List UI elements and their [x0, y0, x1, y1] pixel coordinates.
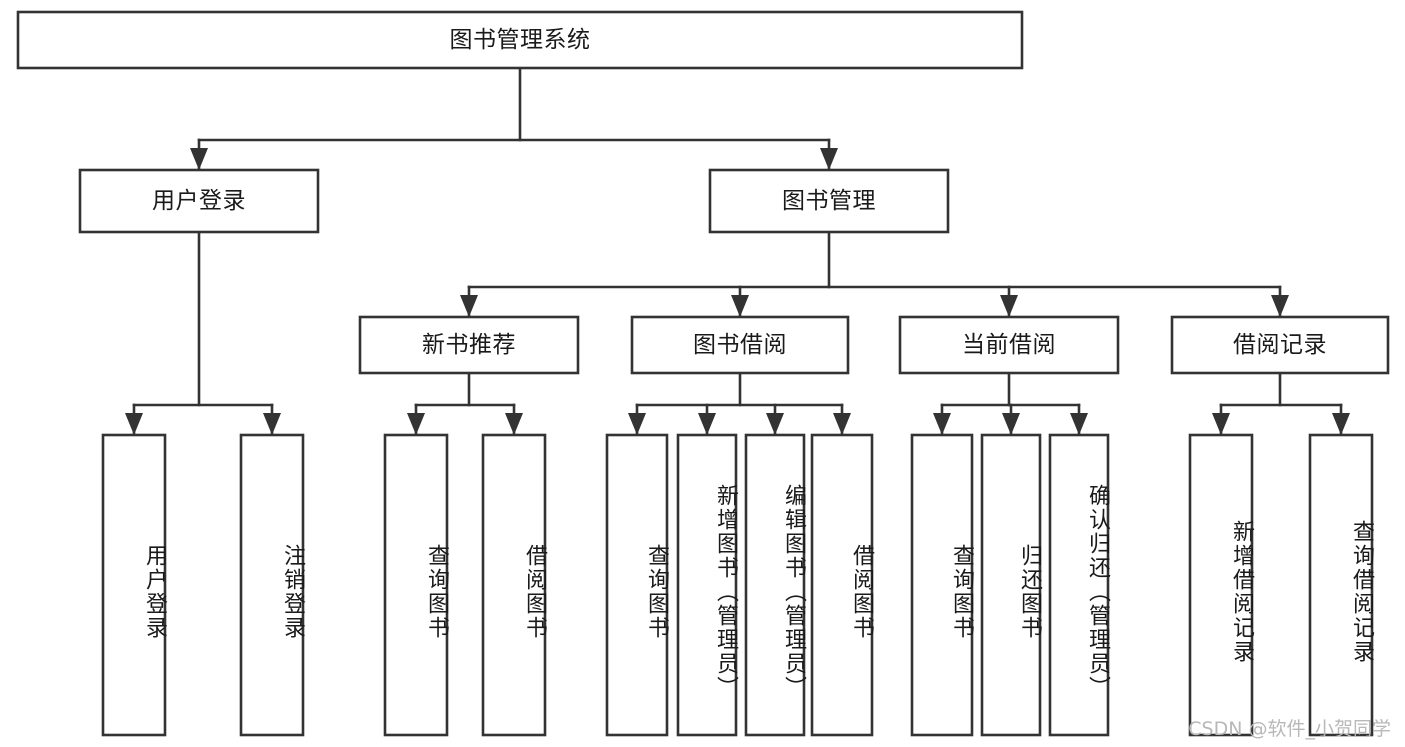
arrow-head-icon	[407, 413, 425, 435]
node-box-bookmgr[interactable]	[708, 168, 950, 234]
node-box-borrow[interactable]	[630, 315, 850, 375]
arrow-head-icon	[933, 413, 951, 435]
arrow-head-icon	[125, 413, 143, 435]
arrow-head-icon	[833, 413, 851, 435]
node-box-root[interactable]	[16, 10, 1024, 70]
node-box-leaf-records-2[interactable]	[1308, 433, 1374, 737]
connector-layer	[125, 66, 1350, 435]
node-box-leaf-login-2[interactable]	[239, 433, 305, 737]
node-box-leaf-login-1[interactable]	[101, 433, 167, 737]
arrow-head-icon	[1070, 413, 1088, 435]
node-box-records[interactable]	[1170, 315, 1390, 375]
node-box-layer	[16, 10, 1390, 737]
node-box-leaf-current-2[interactable]	[980, 433, 1042, 737]
node-box-leaf-current-3[interactable]	[1048, 433, 1110, 737]
node-box-leaf-borrow-3[interactable]	[744, 433, 806, 737]
node-box-leaf-borrow-1[interactable]	[605, 433, 669, 737]
node-box-leaf-borrow-4[interactable]	[810, 433, 874, 737]
node-box-leaf-newbook-2[interactable]	[481, 433, 547, 737]
node-box-leaf-records-1[interactable]	[1188, 433, 1254, 737]
arrow-head-icon	[190, 148, 208, 170]
arrow-head-icon	[1271, 295, 1289, 317]
arrow-head-icon	[460, 295, 478, 317]
node-box-leaf-borrow-2[interactable]	[676, 433, 738, 737]
arrow-head-icon	[628, 413, 646, 435]
node-box-login[interactable]	[78, 168, 320, 234]
arrow-head-icon	[820, 148, 838, 170]
arrow-head-icon	[1332, 413, 1350, 435]
node-box-current[interactable]	[898, 315, 1120, 375]
arrow-head-icon	[731, 295, 749, 317]
arrow-head-icon	[698, 413, 716, 435]
arrow-head-icon	[1000, 295, 1018, 317]
node-box-newbook[interactable]	[358, 315, 580, 375]
arrow-head-icon	[505, 413, 523, 435]
node-box-leaf-newbook-1[interactable]	[383, 433, 449, 737]
arrow-head-icon	[1002, 413, 1020, 435]
arrow-head-icon	[766, 413, 784, 435]
arrow-head-icon	[1212, 413, 1230, 435]
arrow-head-icon	[263, 413, 281, 435]
node-box-leaf-current-1[interactable]	[910, 433, 974, 737]
